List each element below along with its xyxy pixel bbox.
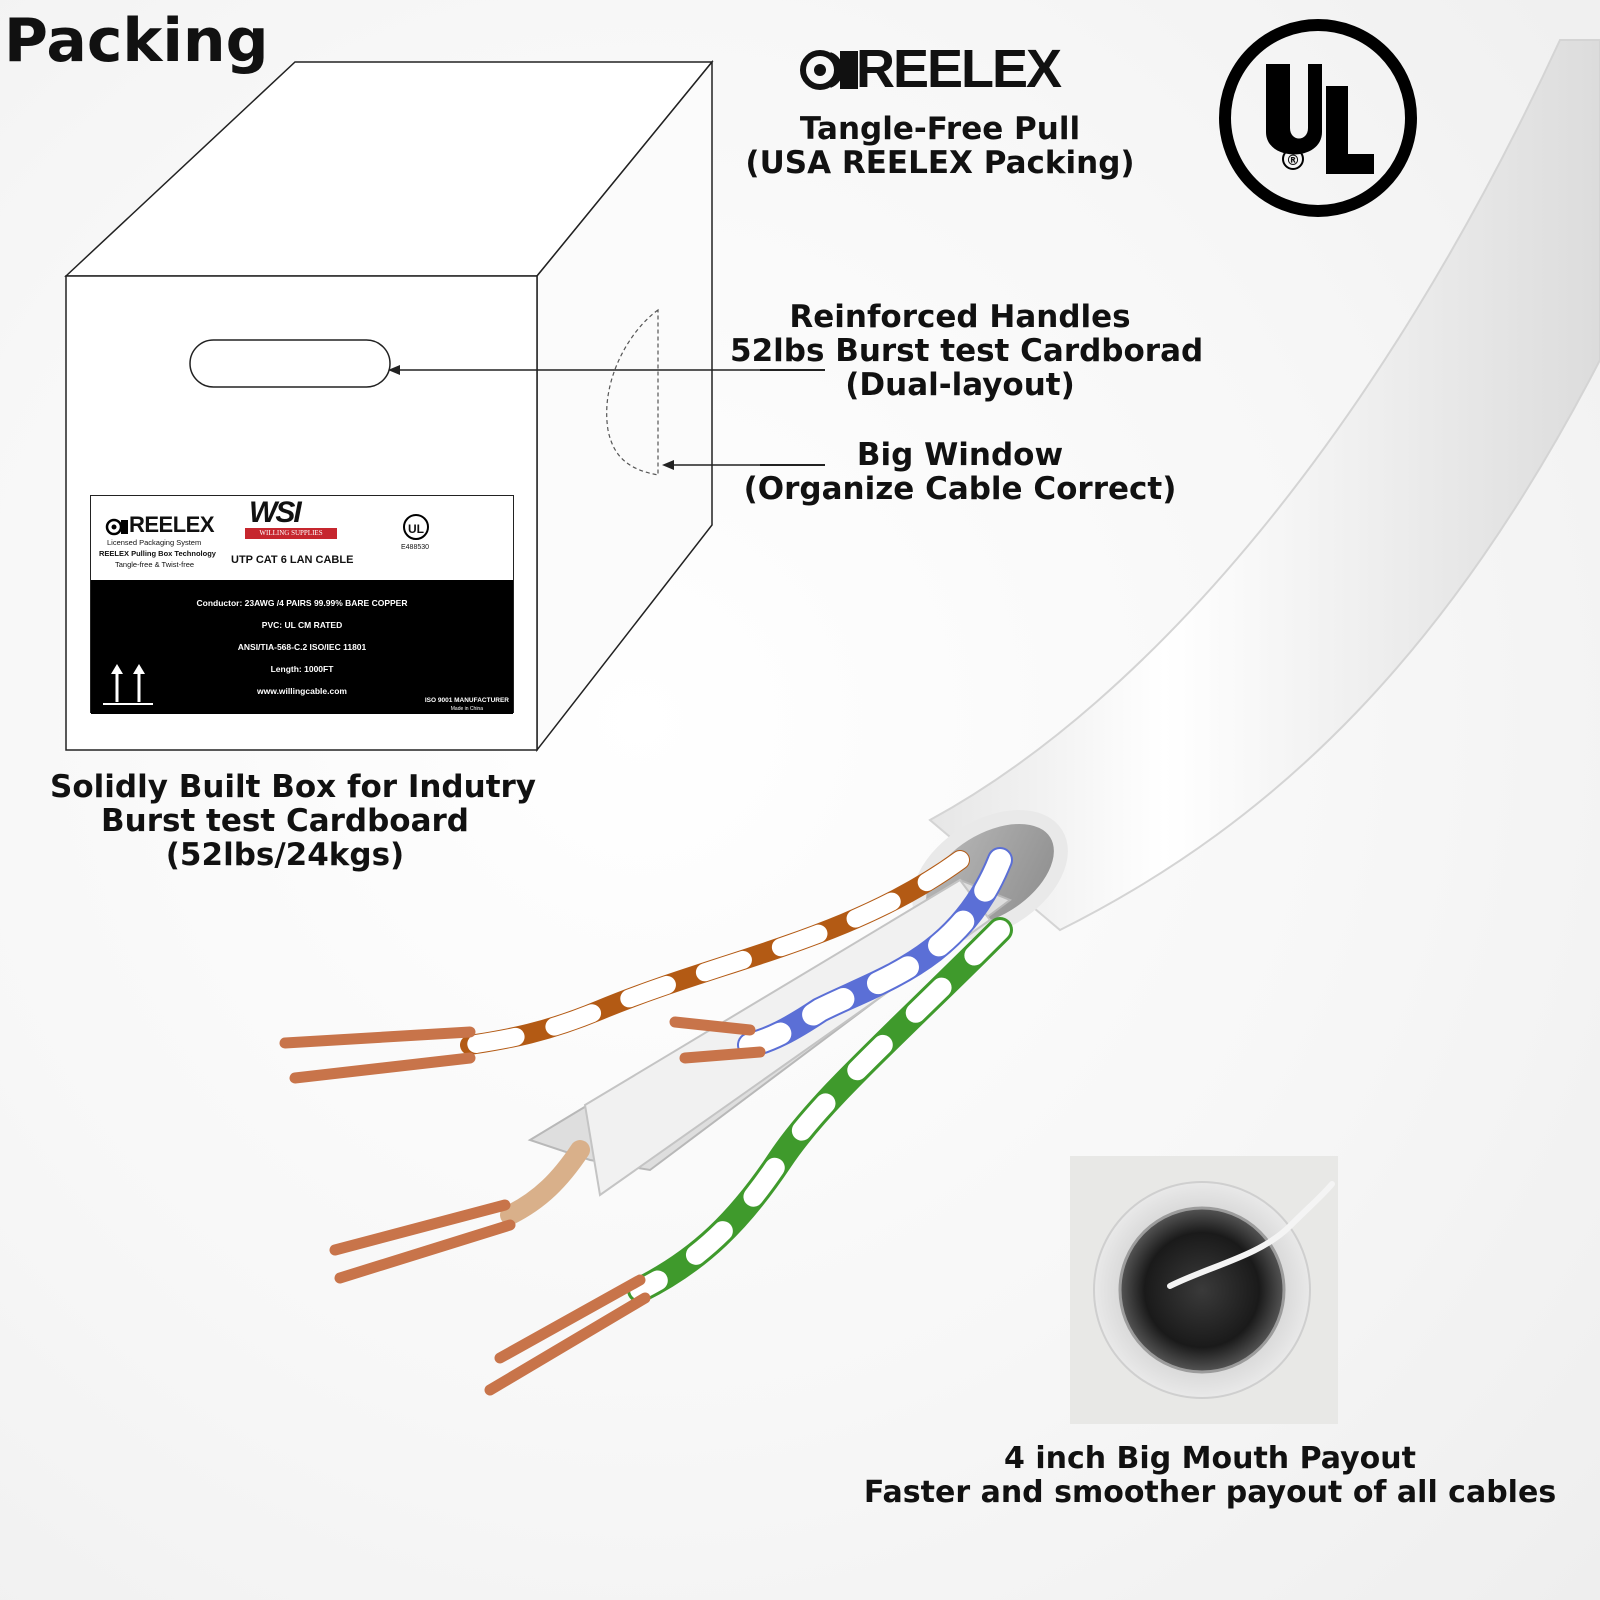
blue-copper-2	[679, 1046, 766, 1064]
blue-copper-1	[669, 1016, 756, 1036]
window-arrowhead	[662, 460, 674, 470]
reelex-logo-text: REELEX	[856, 39, 1062, 99]
label-ul-code: E488530	[401, 544, 430, 551]
handles-callout-line-1: Reinforced Handles	[789, 299, 1131, 335]
spec-length: Length: 1000FT	[270, 664, 334, 674]
label-spec-panel: Conductor: 23AWG /4 PAIRS 99.99% BARE CO…	[91, 580, 513, 714]
orange-copper-1	[279, 1026, 476, 1049]
reelex-caption: Tangle-Free Pull (USA REELEX Packing)	[740, 112, 1140, 180]
reelex-logo: REELEX	[800, 39, 1082, 99]
payout-cable-strand	[1167, 1181, 1335, 1289]
payout-hole-photo	[1070, 1156, 1338, 1424]
handles-callout: Reinforced Handles 52lbs Burst test Card…	[730, 299, 1204, 403]
payout-callout: 4 inch Big Mouth Payout Faster and smoot…	[860, 1442, 1560, 1510]
box-callout: Solidly Built Box for Indutry Burst test…	[50, 769, 537, 873]
product-name: UTP CAT 6 LAN CABLE	[231, 554, 354, 566]
box-callout-line-2: Burst test Cardboard	[101, 803, 469, 839]
green-copper-1	[494, 1274, 646, 1364]
made-in-text: Made in China	[450, 706, 483, 712]
label-ul-mark: UL	[403, 514, 429, 540]
box-callout-line-1: Solidly Built Box for Indutry	[50, 769, 537, 805]
window-callout-line-2: (Organize Cable Correct)	[743, 471, 1177, 507]
registered-mark: ®	[1282, 148, 1304, 170]
iso-text: ISO 9001 MANUFACTURER	[424, 697, 509, 704]
box-callout-line-3: (52lbs/24kgs)	[165, 837, 405, 873]
reelex-reel-icon	[800, 50, 858, 90]
handle-slot	[189, 339, 391, 388]
payout-callout-line-2: Faster and smoother payout of all cables	[863, 1475, 1557, 1510]
page-title: Packing	[4, 6, 269, 76]
window-callout: Big Window (Organize Cable Correct)	[740, 438, 1180, 506]
handle-arrowhead	[388, 365, 400, 375]
green-copper-2	[484, 1292, 651, 1396]
reelex-caption-line-2: (USA REELEX Packing)	[745, 145, 1135, 181]
spec-website: www.willingcable.com	[257, 686, 347, 696]
label-reelex-sub2: REELEX Pulling Box Technology	[99, 549, 216, 558]
label-reelex-sub1: Licensed Packaging System	[107, 538, 202, 547]
spec-pvc: PVC: UL CM RATED	[261, 620, 343, 630]
wsi-brand-name: WILLING SUPPLIES	[245, 528, 337, 539]
ul-circle-icon	[1219, 19, 1417, 217]
spec-conductor: Conductor: 23AWG /4 PAIRS 99.99% BARE CO…	[196, 598, 408, 608]
ul-certification-logo: ®	[1216, 16, 1420, 220]
payout-hole	[1118, 1206, 1286, 1374]
window-cutout	[606, 308, 659, 476]
label-reelex-icon	[105, 518, 128, 536]
orange-copper-2	[289, 1052, 476, 1084]
reelex-caption-line-1: Tangle-Free Pull	[799, 111, 1081, 147]
window-callout-line-1: Big Window	[856, 437, 1064, 473]
wsi-logo: WSI	[249, 496, 302, 529]
label-reelex-sub3: Tangle-free & Twist-free	[115, 560, 195, 569]
cable-jacket	[928, 39, 1600, 932]
handles-callout-line-3: (Dual-layout)	[845, 367, 1075, 403]
this-side-up-icon	[103, 664, 153, 705]
label-reelex-logo: REELEX	[129, 512, 215, 537]
window-arrow-extension	[760, 464, 825, 466]
handles-callout-line-2: 52lbs Burst test Cardborad	[730, 333, 1204, 369]
handle-arrow-extension	[760, 369, 825, 371]
box-product-label: REELEX Licensed Packaging System REELEX …	[90, 495, 514, 714]
white-orange-pair	[500, 1140, 590, 1225]
label-header: REELEX Licensed Packaging System REELEX …	[91, 496, 513, 580]
payout-callout-line-1: 4 inch Big Mouth Payout	[1004, 1441, 1416, 1476]
spec-standard: ANSI/TIA-568-C.2 ISO/IEC 11801	[237, 642, 367, 652]
